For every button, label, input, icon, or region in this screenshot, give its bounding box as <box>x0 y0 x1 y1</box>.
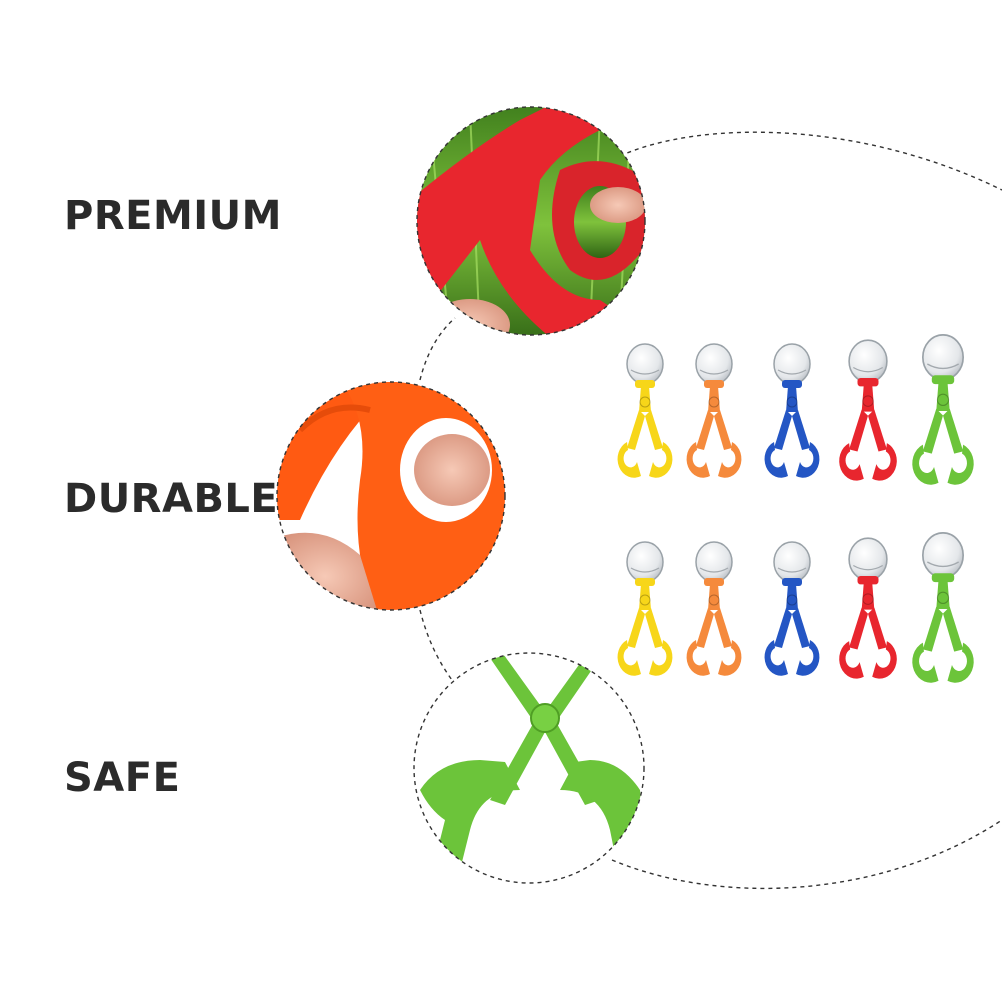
product-tool-red <box>838 339 898 482</box>
product-tool-yellow <box>616 541 674 677</box>
product-tool-orange <box>685 541 743 677</box>
product-tool-green <box>911 334 975 486</box>
dashed-connector-arc <box>619 131 1002 191</box>
product-tool-green <box>911 532 975 684</box>
product-tool-orange <box>685 343 743 479</box>
durable-closeup-image <box>277 382 505 610</box>
product-tool-blue <box>763 541 821 677</box>
product-tool-blue <box>763 343 821 479</box>
feature-label-safe: SAFE <box>64 755 181 801</box>
safe-closeup-image <box>414 653 644 883</box>
product-grid <box>616 334 975 684</box>
feature-label-durable: DURABLE <box>64 476 279 522</box>
premium-closeup-image <box>417 107 645 335</box>
product-tool-red <box>838 537 898 680</box>
product-tool-yellow <box>616 343 674 479</box>
feature-label-premium: PREMIUM <box>64 193 282 239</box>
